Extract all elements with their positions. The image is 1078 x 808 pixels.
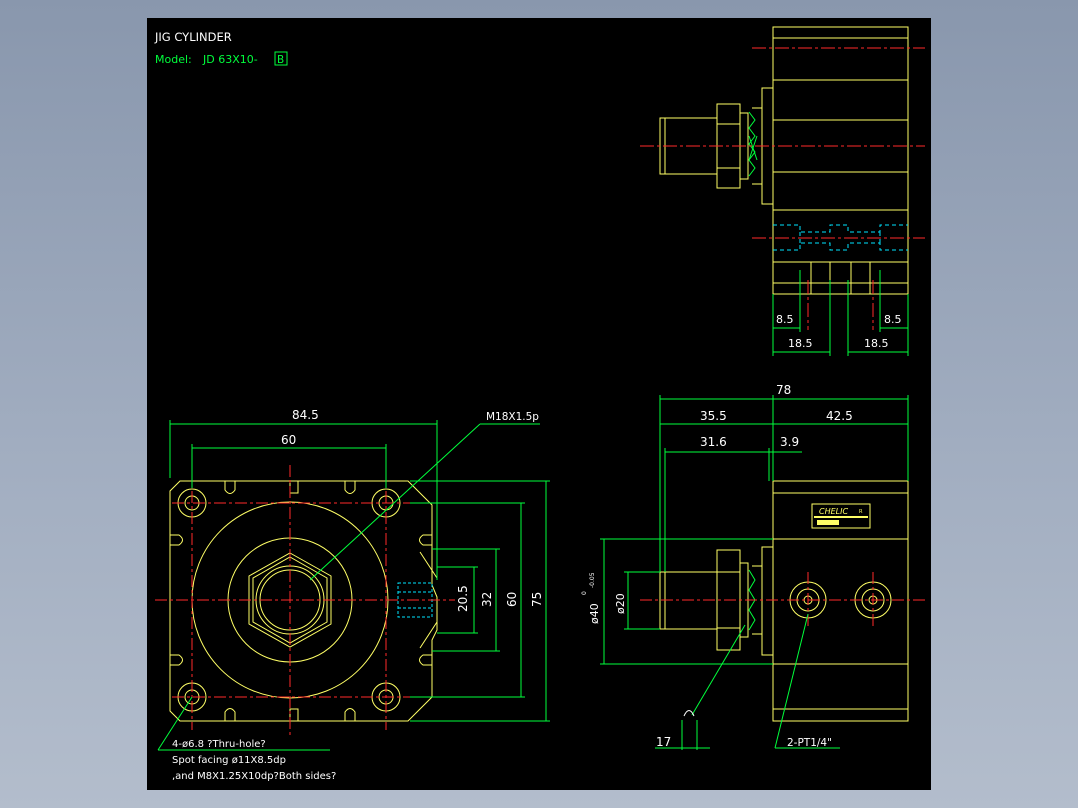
port-callout: 2-PT1/4" (787, 737, 832, 749)
dim-dia-20: ø20 (614, 593, 627, 614)
dim-84-5: 84.5 (292, 408, 319, 422)
holes-note-line3: ,and M8X1.25X10dp?Both sides? (172, 771, 336, 782)
model-value: JD 63X10- (202, 53, 258, 66)
dim-dia-40-tol-upper: 0 (581, 591, 588, 595)
dim-3-9: 3.9 (780, 435, 799, 449)
drawing-title: JIG CYLINDER (154, 30, 232, 44)
dim-60-top: 60 (281, 433, 296, 447)
top-view-body (772, 26, 909, 295)
brand-label-plate: CHELIC R (811, 503, 871, 529)
dim-32: 32 (480, 592, 494, 607)
dim-top-left-18-5: 18.5 (788, 337, 813, 350)
front-view-hex-nut (248, 552, 332, 648)
side-view-body (772, 480, 909, 722)
dim-dia-40: ø40 (588, 603, 601, 624)
model-suffix-box (274, 51, 288, 66)
brand-label: CHELIC (819, 507, 848, 516)
dim-17: 17 (656, 735, 671, 749)
dim-35-5: 35.5 (700, 409, 727, 423)
thread-leader (309, 423, 481, 581)
port-leader (774, 613, 809, 749)
model-suffix: B (277, 54, 284, 66)
dim-top-left-8-5: 8.5 (776, 313, 794, 326)
holes-leader (157, 696, 193, 751)
model-label: Model: (155, 53, 192, 66)
rod-leader (691, 624, 746, 716)
dim-78: 78 (776, 383, 791, 397)
drawing-sheet (147, 18, 931, 790)
title-block: JIG CYLINDER Model: JD 63X10- B (154, 30, 288, 66)
dim-top-right-8-5: 8.5 (884, 313, 902, 326)
dim-75: 75 (530, 592, 544, 607)
side-view-rod (659, 571, 718, 630)
dim-42-5: 42.5 (826, 409, 853, 423)
dim-dia-40-tol-lower: -0.05 (589, 572, 596, 588)
dim-60-side: 60 (505, 592, 519, 607)
holes-note-line1: 4-ø6.8 ?Thru-hole? (172, 739, 266, 750)
top-view: 8.5 8.5 18.5 18.5 (640, 26, 925, 356)
holes-note-line2: Spot facing ø11X8.5dp (172, 755, 286, 766)
dim-20-5: 20.5 (456, 585, 470, 612)
dim-top-right-18-5: 18.5 (864, 337, 889, 350)
dim-31-6: 31.6 (700, 435, 727, 449)
side-view: CHELIC R (581, 383, 925, 750)
thread-callout: M18X1.5p (486, 411, 539, 423)
front-view-body (169, 480, 438, 722)
brand-registered: R (859, 509, 863, 515)
front-view: 84.5 60 M18X1.5p 20.5 32 60 75 4-ø6.8 ?T… (155, 408, 550, 782)
